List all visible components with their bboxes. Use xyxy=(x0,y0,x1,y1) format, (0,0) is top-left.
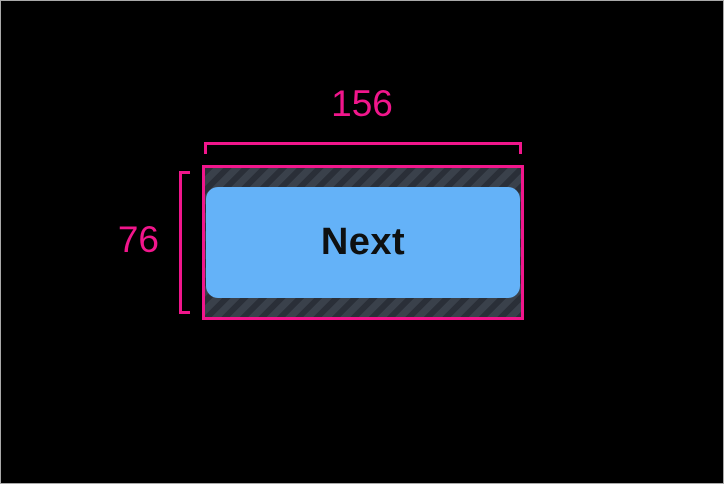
selected-widget-outline: Next xyxy=(202,165,524,320)
width-measurement-bracket xyxy=(204,142,522,154)
width-dimension-label: 156 xyxy=(331,83,393,124)
height-dimension-label: 76 xyxy=(117,219,159,260)
height-measurement-bracket xyxy=(179,171,190,314)
next-button[interactable]: Next xyxy=(206,187,520,298)
